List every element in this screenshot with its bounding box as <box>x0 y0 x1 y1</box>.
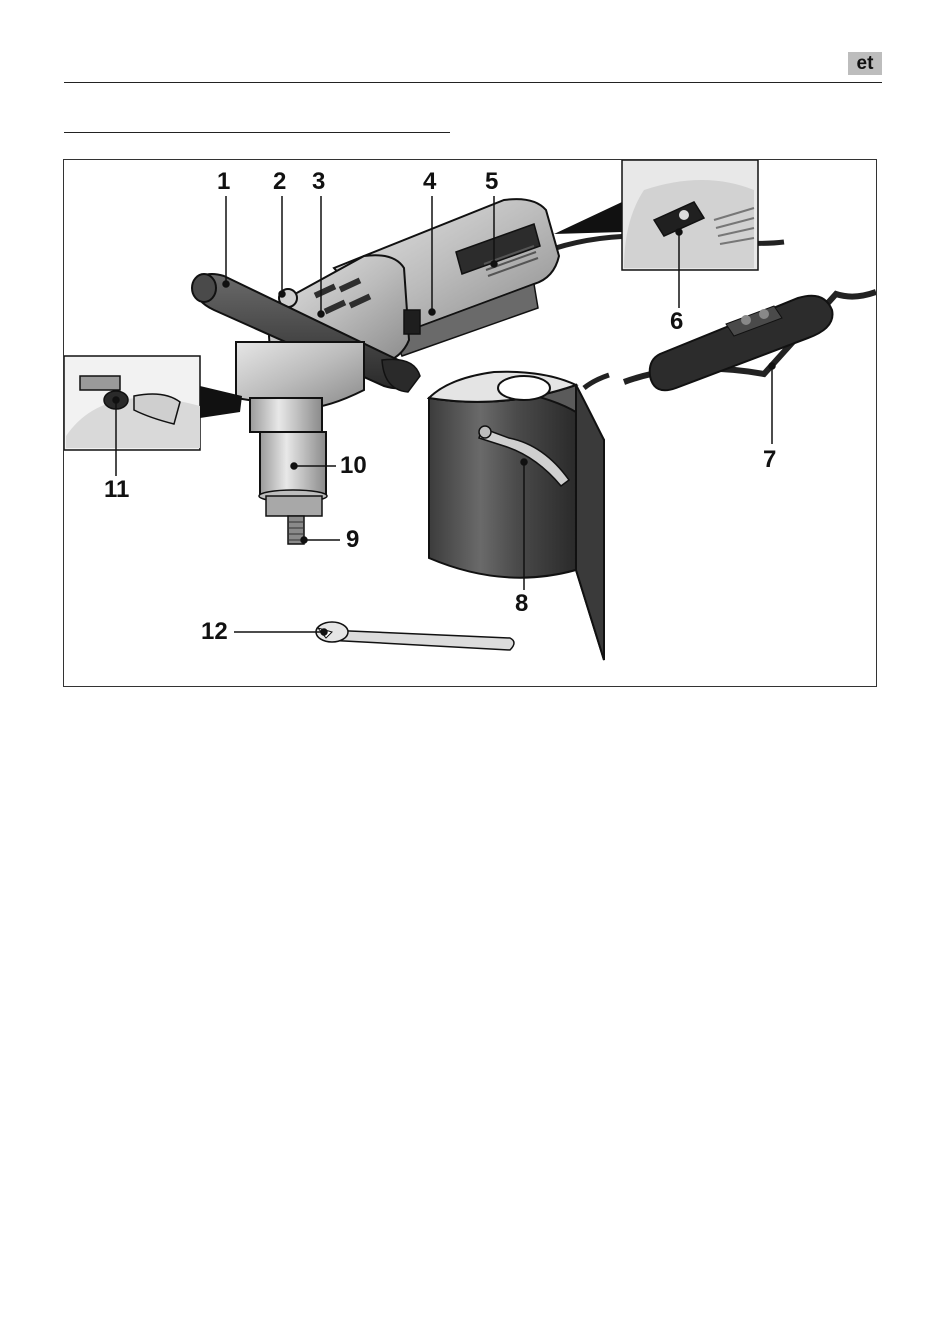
callout-3: 3 <box>312 170 325 194</box>
prcd-unit <box>624 292 876 390</box>
callout-12: 12 <box>201 620 228 644</box>
callout-5: 5 <box>485 170 498 194</box>
callout-8: 8 <box>515 592 528 616</box>
spindle-housing <box>236 342 364 544</box>
header-rule <box>64 82 882 83</box>
callout-1: 1 <box>217 170 230 194</box>
callout-9: 9 <box>346 528 359 552</box>
callout-4: 4 <box>423 170 436 194</box>
open-end-wrench <box>316 622 514 650</box>
section-heading-rule <box>64 132 450 133</box>
callout-7: 7 <box>763 448 776 472</box>
inset-water-valve <box>64 356 242 450</box>
callout-2: 2 <box>273 170 286 194</box>
callout-10: 10 <box>340 454 367 478</box>
language-badge: et <box>848 52 882 75</box>
inset-switch <box>554 160 758 270</box>
callout-6: 6 <box>670 310 683 334</box>
callout-11: 11 <box>104 478 129 502</box>
product-figure: 1 2 3 4 5 6 7 8 9 10 11 12 <box>63 159 877 687</box>
tool-illustration <box>64 160 876 686</box>
